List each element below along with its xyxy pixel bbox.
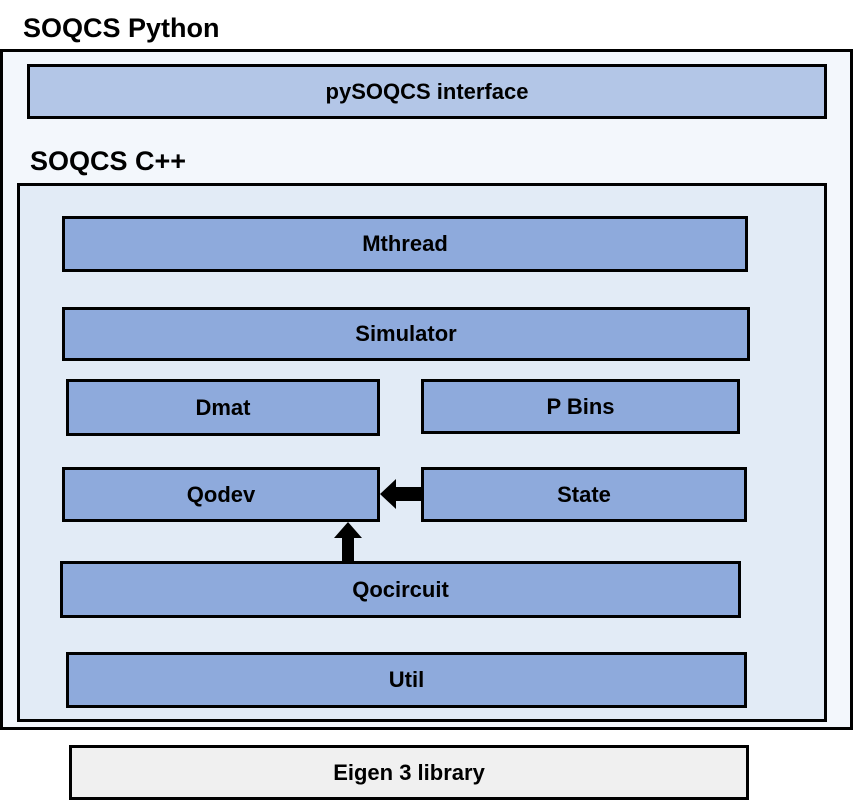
soqcs-python-title: SOQCS Python [23, 13, 220, 43]
state-block: State [421, 467, 747, 522]
pysoqcs-interface-block: pySOQCS interface [27, 64, 827, 119]
soqcs-cpp-title: SOQCS C++ [30, 146, 187, 176]
qocircuit-to-qodev-arrow [334, 522, 362, 562]
dmat-block: Dmat [66, 379, 380, 436]
util-block: Util [66, 652, 747, 708]
qocircuit-block: Qocircuit [60, 561, 741, 618]
soqcs-cpp-container [17, 183, 827, 722]
eigen-library-block: Eigen 3 library [69, 745, 749, 800]
qodev-block: Qodev [62, 467, 380, 522]
state-to-qodev-arrow [380, 479, 422, 509]
simulator-block: Simulator [62, 307, 750, 361]
pbins-block: P Bins [421, 379, 740, 434]
mthread-block: Mthread [62, 216, 748, 272]
